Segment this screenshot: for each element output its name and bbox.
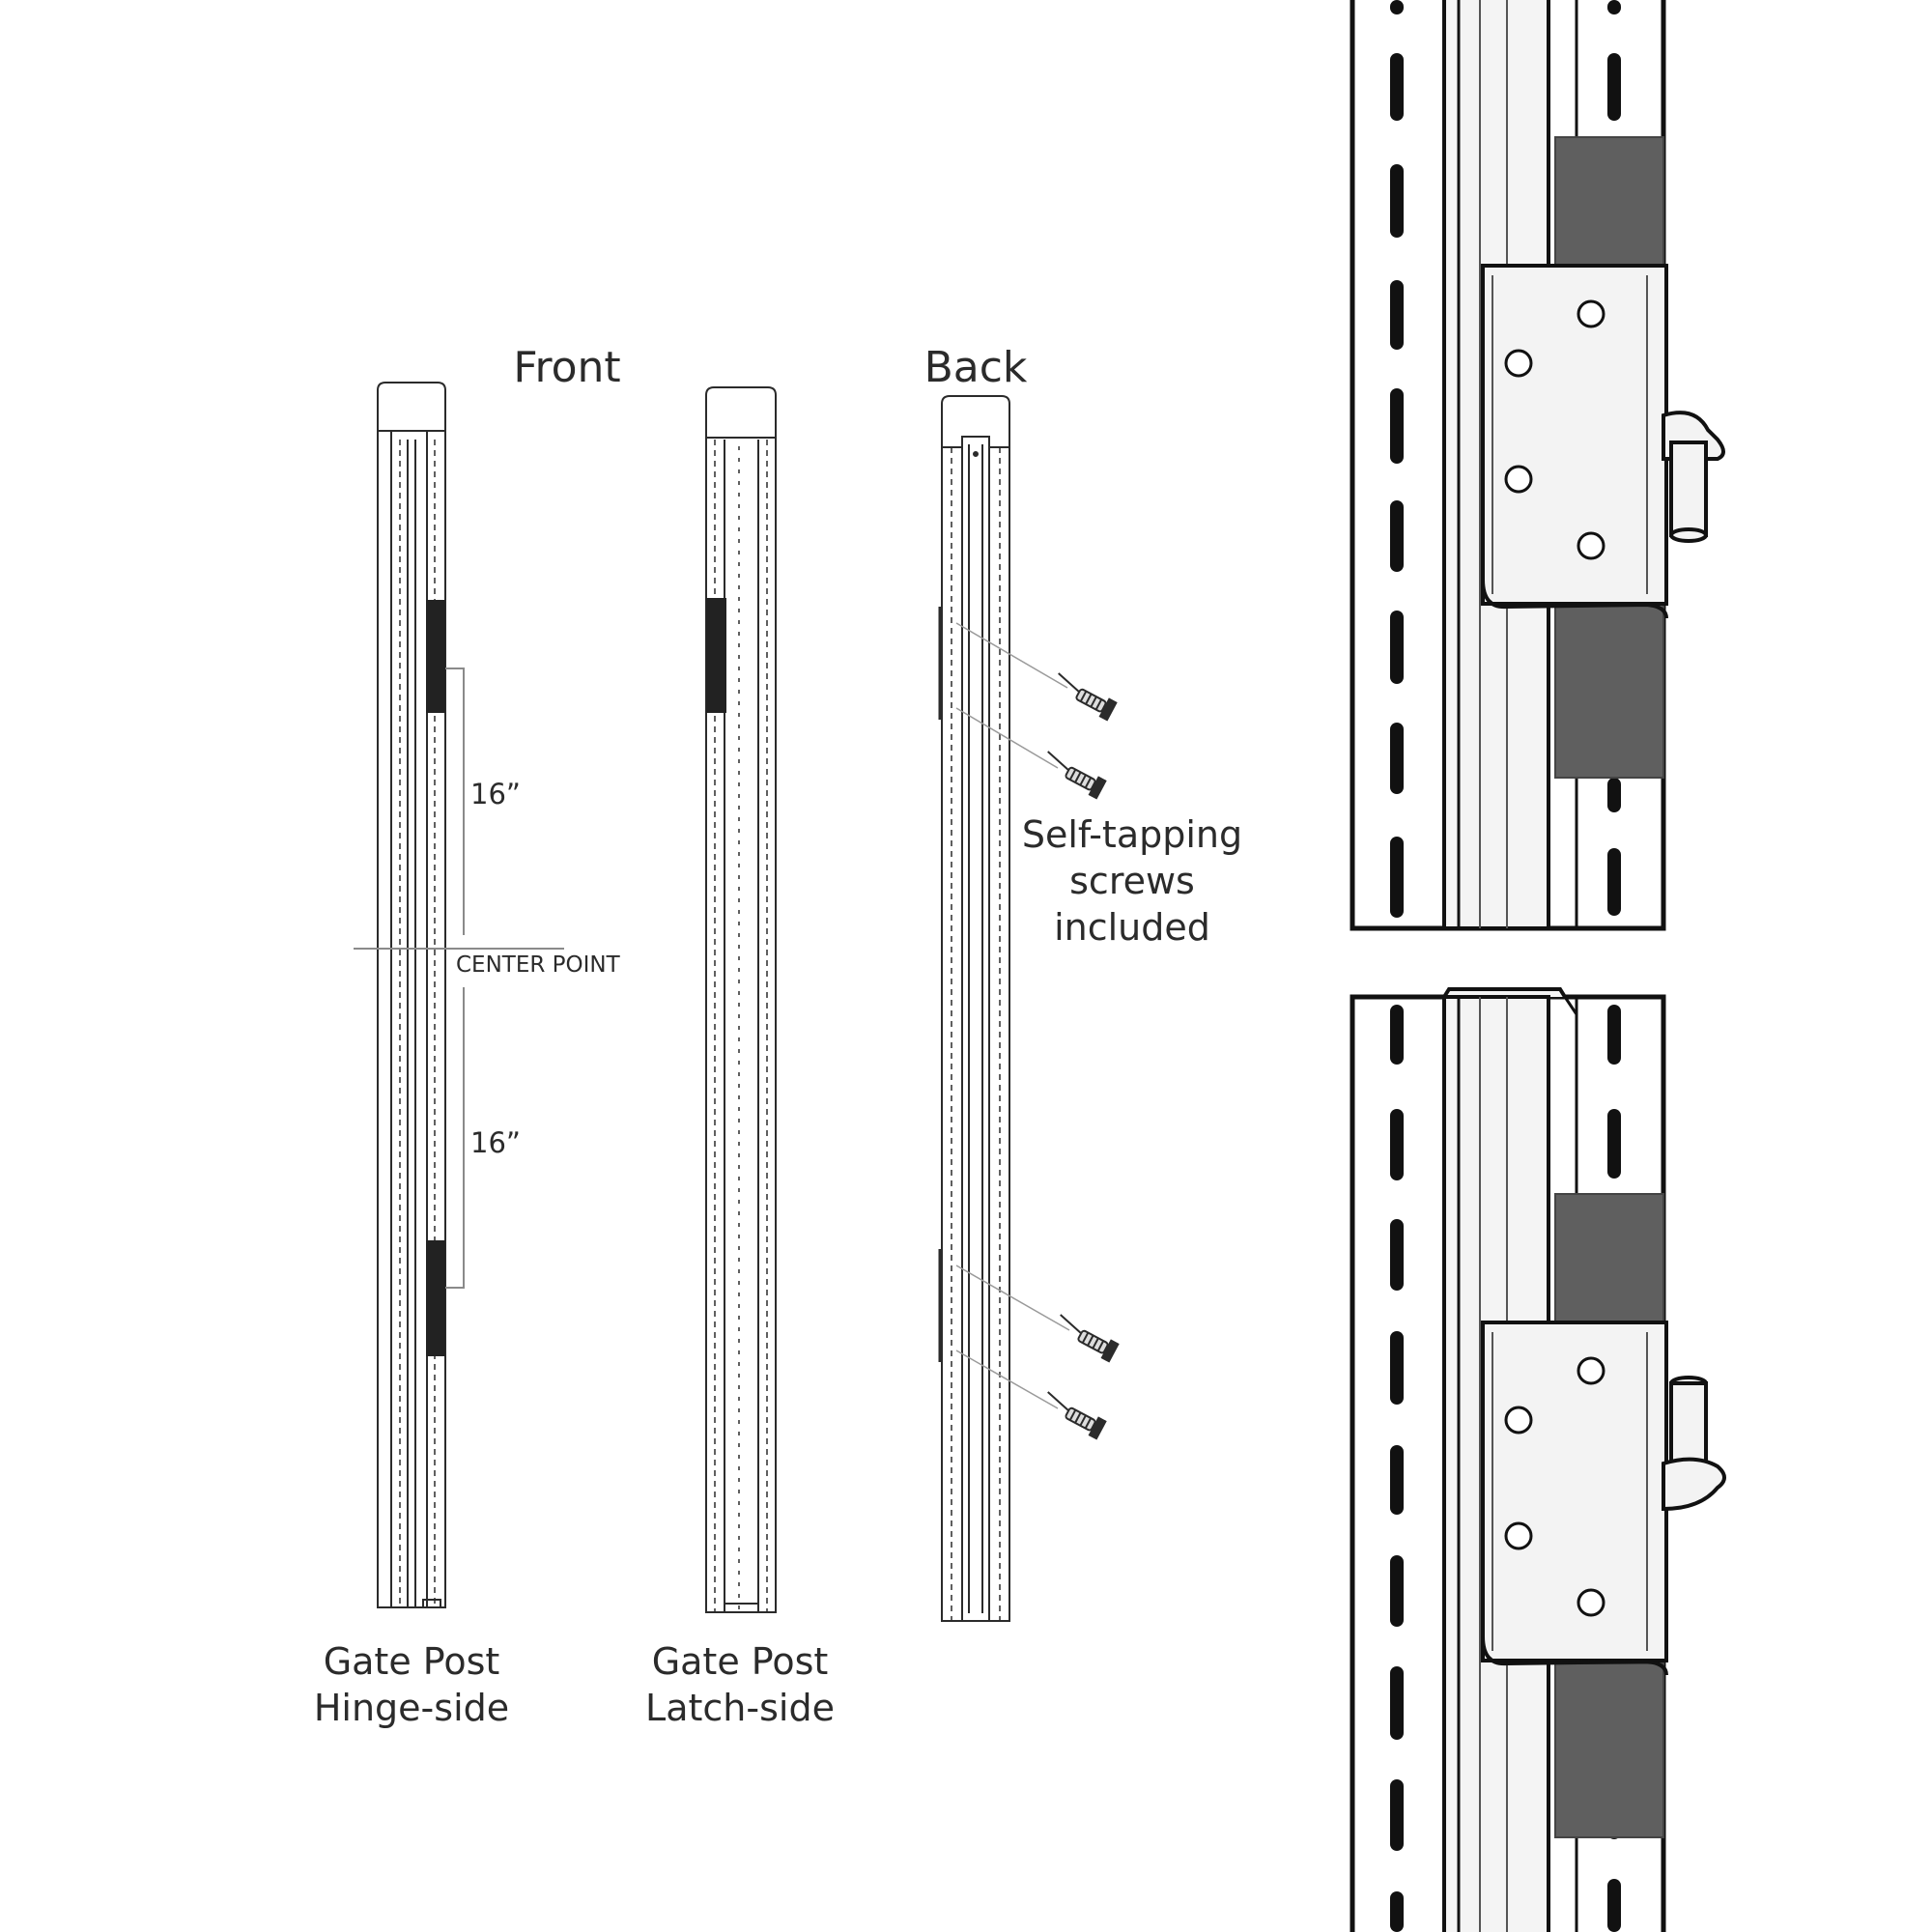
- self-tapping-screw-icon: [1050, 1312, 1121, 1364]
- self-tapping-screw-icon: [1048, 670, 1119, 723]
- hinge-lower-bracket-pad: [426, 1240, 445, 1356]
- dimension-upper-label: 16”: [470, 778, 521, 810]
- drop-pin-lower: [1662, 1376, 1726, 1511]
- center-point-label: CENTER POINT: [456, 952, 621, 978]
- hinge-post-caption-line2: Hinge-side: [314, 1687, 509, 1729]
- back-post: [938, 395, 1010, 1622]
- latch-side-post: [705, 386, 777, 1613]
- front-heading: Front: [513, 343, 620, 392]
- hinge-upper-bracket-pad: [426, 600, 445, 713]
- latch-post-caption-line1: Gate Post: [652, 1640, 829, 1683]
- drop-pin-upper: [1662, 411, 1725, 543]
- screws-note-line1: Self-tapping: [1022, 813, 1242, 856]
- latch-bracket-pad: [706, 598, 726, 713]
- screw-guide-lines: [955, 622, 1070, 1409]
- screws-note-line3: included: [1054, 906, 1210, 949]
- dimension-bracket-upper: [445, 668, 465, 935]
- dimension-bracket-lower: [445, 987, 465, 1289]
- latch-post-caption-line2: Latch-side: [645, 1687, 835, 1729]
- self-tapping-screw-icon: [1037, 749, 1108, 801]
- self-tapping-screw-icon: [1037, 1389, 1108, 1441]
- hinge-clip-upper: [1481, 264, 1668, 620]
- hinge-clip-lower: [1481, 1321, 1668, 1677]
- dimension-lower-label: 16”: [470, 1126, 521, 1159]
- screws-note-line2: screws: [1069, 860, 1195, 902]
- hinge-post-caption-line1: Gate Post: [324, 1640, 500, 1683]
- back-heading: Back: [924, 343, 1028, 392]
- hinge-side-post: [377, 382, 446, 1608]
